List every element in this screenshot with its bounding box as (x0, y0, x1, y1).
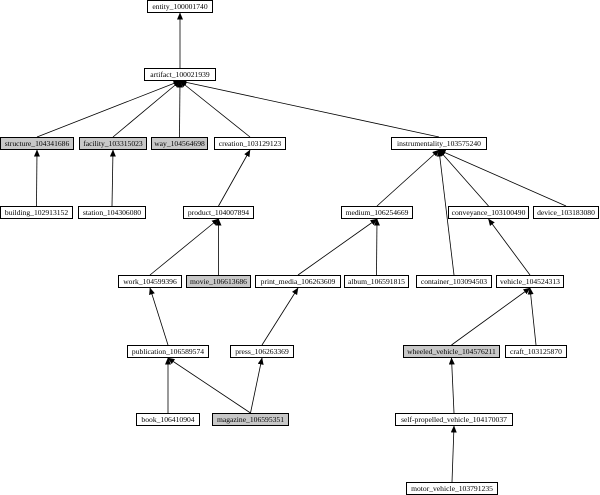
edge-album-to-medium (373, 218, 380, 276)
node-creation[interactable]: creation_103129123 (214, 137, 286, 150)
edge-device-to-instrumentality (438, 149, 567, 207)
node-album[interactable]: album_106591815 (344, 275, 409, 288)
edge-building-to-structure (33, 149, 40, 207)
edge-medium-to-instrumentality (376, 149, 440, 207)
node-device[interactable]: device_103183080 (533, 206, 599, 219)
edge-print_media-to-medium (297, 218, 378, 276)
edge-motor_vehicle-to-self_propelled_vehicle (450, 425, 457, 483)
node-print-media[interactable]: print_media_106263609 (255, 275, 341, 288)
node-wheeled-vehicle[interactable]: wheeled_vehicle_104576211 (403, 345, 500, 358)
edge-self_propelled_vehicle-to-wheeled_vehicle (448, 357, 455, 414)
node-station[interactable]: station_104306080 (78, 206, 146, 219)
edge-magazine-to-press (250, 357, 264, 414)
edge-press-to-print_media (261, 287, 299, 346)
edge-conveyance-to-instrumentality (438, 149, 489, 207)
node-way[interactable]: way_104564698 (151, 137, 208, 150)
node-motor-vehicle[interactable]: motor_vehicle_103791235 (406, 482, 498, 495)
edge-craft-to-vehicle (527, 287, 537, 346)
node-medium[interactable]: medium_106254669 (341, 206, 413, 219)
node-facility[interactable]: facility_103315023 (79, 137, 147, 150)
node-craft[interactable]: craft_103125870 (505, 345, 567, 358)
edge-magazine-to-publication (167, 357, 251, 414)
edge-station-to-facility (109, 149, 116, 207)
edge-way-to-artifact (176, 80, 183, 138)
node-conveyance[interactable]: conveyance_103100490 (448, 206, 529, 219)
node-self-propelled-vehicle[interactable]: self-propelled_vehicle_104170037 (395, 413, 513, 426)
node-publication[interactable]: publication_106589574 (127, 345, 209, 358)
node-container[interactable]: container_103094503 (416, 275, 492, 288)
edge-vehicle-to-conveyance (488, 218, 531, 276)
edge-creation-to-artifact (179, 80, 251, 138)
node-work[interactable]: work_104599396 (118, 275, 182, 288)
node-structure[interactable]: structure_104341686 (0, 137, 74, 150)
node-vehicle[interactable]: vehicle_104524313 (496, 275, 564, 288)
node-artifact[interactable]: artifact_100021939 (144, 68, 216, 81)
node-press[interactable]: press_106263369 (230, 345, 294, 358)
node-instrumentality[interactable]: instrumentality_103575240 (391, 137, 487, 150)
edge-product-to-creation (218, 149, 251, 207)
node-building[interactable]: building_102913152 (0, 206, 73, 219)
edge-work-to-product (149, 218, 219, 276)
node-product[interactable]: product_104007894 (183, 206, 254, 219)
edge-container-to-instrumentality (436, 149, 455, 276)
edge-facility-to-artifact (112, 80, 181, 138)
node-book[interactable]: book_106410904 (136, 413, 200, 426)
node-entity[interactable]: entity_100001740 (147, 0, 213, 13)
edge-wheeled_vehicle-to-vehicle (451, 287, 531, 346)
node-magazine[interactable]: magazine_106595351 (212, 413, 289, 426)
edge-structure-to-artifact (36, 80, 181, 138)
node-movie[interactable]: movie_106613686 (186, 275, 251, 288)
edge-instrumentality-to-artifact (179, 79, 440, 138)
edge-publication-to-work (149, 287, 169, 346)
